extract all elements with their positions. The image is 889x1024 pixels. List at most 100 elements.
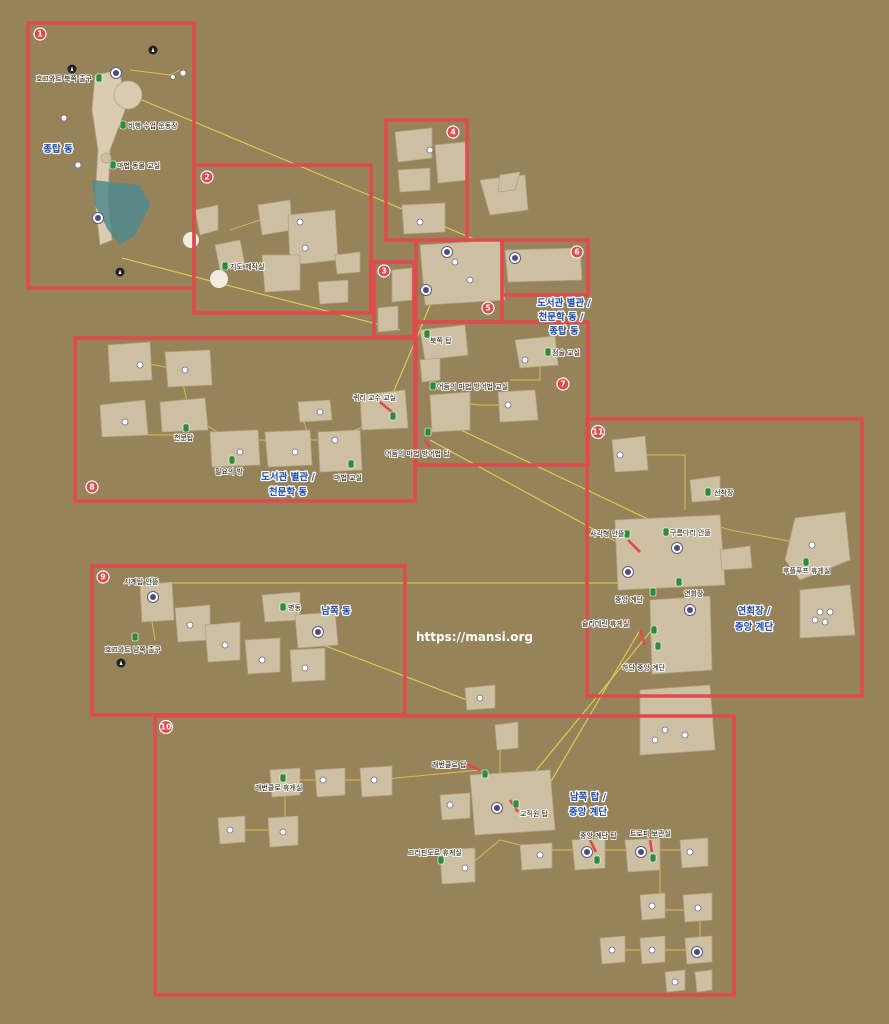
area-labels: 종탑 동 도서관 별관 / 천문학 동 / 종탑 동 도서관 별관 / 천문학 … <box>42 142 775 820</box>
landmark-pin-icon <box>509 252 521 264</box>
wayfinder-marker-icon <box>228 455 236 465</box>
landmark-pin-icon <box>684 604 696 616</box>
wayfinder-marker-icon <box>279 602 287 612</box>
map-nodes <box>60 69 834 986</box>
place-label-gryffindor-common: 그리핀도르 휴게실 <box>408 848 462 857</box>
place-label-transfiguration-courtyard: 사각형 안뜰 <box>590 529 625 538</box>
place-label-huffle-puff-common: 후플푸프 휴게실 <box>783 566 830 575</box>
region-badge-3: 3 <box>377 264 391 278</box>
region-badge-8: 8 <box>85 480 99 494</box>
wayfinder-marker-icon <box>423 329 431 339</box>
floo-flame-icon <box>67 64 77 74</box>
region-box-11 <box>585 417 864 698</box>
wayfinder-marker-icon <box>704 487 712 497</box>
place-label-bell-tower: 선착장 <box>714 488 734 497</box>
wayfinder-marker-icon <box>389 411 397 421</box>
floo-flame-icon <box>115 267 125 277</box>
wayfinder-marker-icon <box>424 427 432 437</box>
svg-text:8: 8 <box>89 483 95 492</box>
wayfinder-marker-icon <box>437 855 445 865</box>
area-label-library-astronomy-line1: 도서관 별관 / <box>261 471 315 483</box>
landmark-pin-icon <box>622 566 634 578</box>
landmark-pin-icon <box>110 67 122 79</box>
svg-text:10: 10 <box>160 723 172 732</box>
svg-text:6: 6 <box>574 248 580 257</box>
landmark-pin-icon <box>92 212 104 224</box>
red-connectors <box>379 401 654 853</box>
region-badge-1: 1 <box>33 27 47 41</box>
landmark-pin-icon <box>147 591 159 603</box>
place-label-dark-arts-classroom: 어둠의 마법 방어법 교실 <box>437 382 508 391</box>
wayfinder-marker-icon <box>279 773 287 783</box>
region-badge-10: 10 <box>158 719 174 735</box>
wayfinder-marker-icon <box>544 347 552 357</box>
place-label-astronomy-classroom: 천문탑 <box>174 433 194 442</box>
svg-text:9: 9 <box>100 573 106 582</box>
region-boxes <box>26 21 864 997</box>
place-label-owlery: 필요의 방 <box>215 467 244 476</box>
wayfinder-marker-icon <box>131 632 139 642</box>
region-box-2 <box>192 163 373 315</box>
region-box-8 <box>73 336 417 503</box>
wayfinder-marker-icon <box>512 799 520 809</box>
place-label-astronomy-tower: 교직원 탑 <box>520 809 549 818</box>
wayfinder-marker-icon <box>481 769 489 779</box>
region-badge-7: 7 <box>556 377 570 391</box>
wayfinder-marker-icon <box>119 120 127 130</box>
region-badges: 1 2 3 4 5 6 7 8 9 10 11 <box>33 27 606 735</box>
area-label-library-astronomy-line2: 천문학 동 <box>269 486 308 498</box>
svg-text:5: 5 <box>485 304 491 313</box>
wayfinder-marker-icon <box>649 587 657 597</box>
place-label-south-exit: 호그와트 남쪽 출구 <box>105 645 162 654</box>
wayfinder-marker-icon <box>221 261 229 271</box>
area-label-grand-staircase-line1: 연회장 / <box>738 605 772 617</box>
area-label-south-tower-line2: 중앙 계단 <box>569 806 608 818</box>
landmark-pin-icon <box>312 626 324 638</box>
svg-text:3: 3 <box>381 267 387 276</box>
region-badge-9: 9 <box>96 570 110 584</box>
svg-text:11: 11 <box>592 428 604 437</box>
region-badge-5: 5 <box>481 301 495 315</box>
landmark-pins <box>92 67 703 958</box>
wayfinder-marker-icon <box>649 853 657 863</box>
landmark-pin-icon <box>491 802 503 814</box>
region-badge-4: 4 <box>446 125 460 139</box>
wayfinder-marker-icon <box>662 527 670 537</box>
place-label-clock-tower-courtyard: 시계탑 안뜰 <box>124 577 159 586</box>
place-label-lower-staircase: 하단 중앙 계단 <box>622 663 666 672</box>
area-label-south-tower-line1: 남쪽 탑 / <box>570 791 607 803</box>
wayfinder-marker-icon <box>650 625 658 635</box>
wayfinder-marker-icon <box>182 423 190 433</box>
place-label-grand-staircase: 중앙 계단 <box>615 595 644 604</box>
place-label-slytherin-common: 슬리데린 휴게실 <box>582 619 629 628</box>
area-label-library-annex-line3: 종탑 동 <box>549 325 579 337</box>
area-label-south-wing: 남쪽 동 <box>321 605 351 617</box>
area-label-library-annex-line1: 도서관 별관 / <box>537 297 591 309</box>
region-box-6 <box>500 238 590 297</box>
floo-icons <box>67 45 158 668</box>
place-label-great-hall: 연회장 <box>684 589 704 598</box>
place-label-flying-class-grounds: 비행 수업 운동장 <box>128 121 178 130</box>
place-label-central-staircase-tower: 중앙 계단 탑 <box>580 831 617 840</box>
place-label-north-tower: 북쪽 탑 <box>430 337 452 345</box>
region-badge-2: 2 <box>200 170 214 184</box>
place-label-hogwarts-north-exit: 호그와트 북쪽 출구 <box>36 74 93 83</box>
svg-text:4: 4 <box>450 128 456 137</box>
landmark-pin-icon <box>581 846 593 858</box>
svg-text:2: 2 <box>204 173 210 182</box>
place-label-magic-creatures-class: 마법 동물 교실 <box>117 161 160 170</box>
floo-flame-icon <box>148 45 158 55</box>
wayfinder-marker-icon <box>95 73 103 83</box>
wayfinder-marker-icon <box>654 641 662 651</box>
place-label-map-room: 지도 제작실 <box>230 262 264 271</box>
wayfinder-marker-icon <box>148 576 156 586</box>
wayfinder-marker-icon <box>623 529 631 539</box>
wayfinder-marker-icon <box>429 381 437 391</box>
place-label-divination-prof: 퀴리 교수 교실 <box>353 393 396 402</box>
wayfinder-marker-icon <box>347 459 355 469</box>
region-badge-6: 6 <box>570 245 584 259</box>
place-label-ravenclaw-tower: 래번클로 탑 <box>432 760 467 769</box>
wayfinder-marker-icon <box>109 160 117 170</box>
svg-text:7: 7 <box>560 380 566 389</box>
